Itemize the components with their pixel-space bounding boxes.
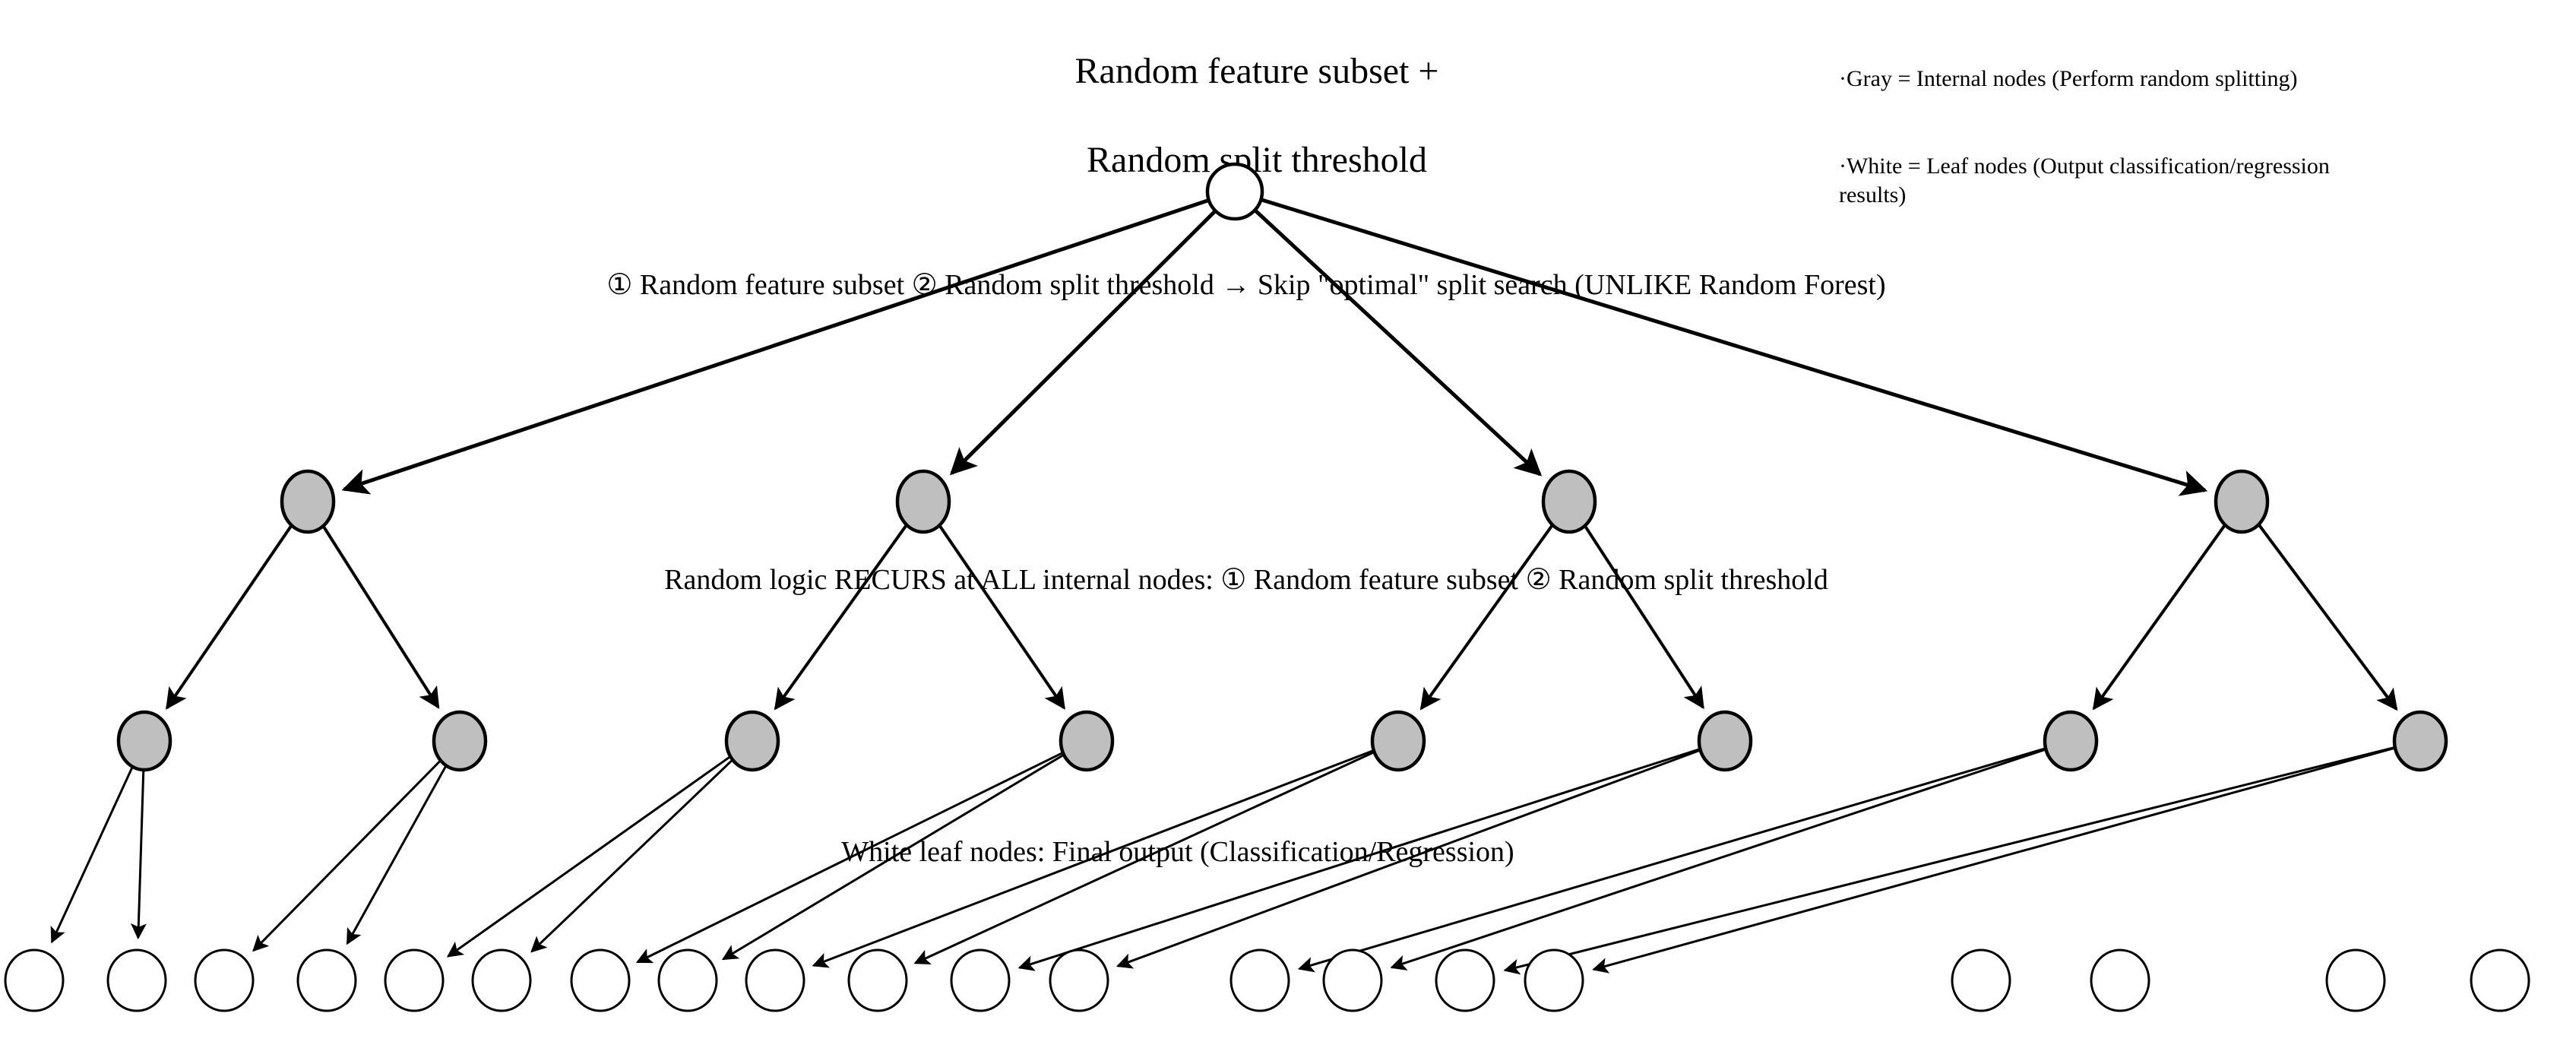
- page-title: Random feature subset + Random split thr…: [836, 5, 1641, 227]
- tree-edge: [2092, 524, 2226, 711]
- annotation-recursion: Random logic RECURS at ALL internal node…: [664, 564, 1828, 596]
- root-node[interactable]: [1205, 162, 1264, 221]
- tree-edge: [938, 524, 1065, 710]
- leaf-node[interactable]: [1229, 948, 1290, 1012]
- tree-edge: [341, 198, 1210, 495]
- leaf-node[interactable]: [745, 948, 805, 1012]
- leaf-node[interactable]: [471, 948, 532, 1012]
- leaf-node[interactable]: [4, 948, 65, 1012]
- leaf-node[interactable]: [1049, 948, 1109, 1012]
- leaf-node[interactable]: [1951, 948, 2011, 1012]
- leaf-node[interactable]: [2325, 948, 2386, 1012]
- tree-edge: [774, 524, 908, 711]
- internal-node[interactable]: [2043, 710, 2099, 772]
- tree-edge: [949, 209, 1217, 476]
- annotation-root-split: ① Random feature subset ② Random split t…: [606, 269, 1886, 301]
- annotation-leaf-output: White leaf nodes: Final output (Classifi…: [841, 836, 1514, 868]
- internal-node[interactable]: [116, 710, 172, 772]
- internal-node[interactable]: [724, 710, 780, 772]
- tree-edge: [1253, 208, 1543, 477]
- tree-edge: [1592, 746, 2396, 974]
- leaf-node[interactable]: [1322, 948, 1383, 1012]
- tree-edge: [252, 759, 441, 952]
- tree-edge: [1503, 746, 2396, 975]
- tree-edge: [721, 753, 1065, 961]
- tree-nodes: [4, 162, 2530, 1012]
- leaf-node[interactable]: [847, 948, 908, 1012]
- tree-edge: [130, 769, 147, 940]
- internal-node[interactable]: [2214, 469, 2270, 534]
- tree-edge: [812, 749, 1375, 968]
- tree-edge: [1584, 524, 1704, 710]
- internal-node[interactable]: [1541, 469, 1597, 534]
- tree-edge: [1116, 749, 1701, 969]
- leaf-node[interactable]: [1435, 948, 1495, 1012]
- leaf-node[interactable]: [296, 948, 357, 1012]
- leaf-node[interactable]: [950, 948, 1011, 1012]
- tree-edge: [1017, 748, 1701, 971]
- leaf-node[interactable]: [194, 948, 255, 1012]
- tree-edge: [166, 524, 293, 710]
- tree-edge: [346, 765, 448, 945]
- leaf-node[interactable]: [657, 948, 718, 1012]
- leaf-node[interactable]: [1524, 948, 1584, 1012]
- tree-edge: [50, 766, 134, 944]
- tree-edge: [2257, 523, 2398, 711]
- leaf-node[interactable]: [106, 948, 167, 1012]
- leaf-node[interactable]: [570, 948, 631, 1012]
- title-line-2: Random split threshold: [1087, 139, 1427, 180]
- internal-node[interactable]: [432, 710, 488, 772]
- tree-edge: [446, 755, 732, 958]
- leaf-node[interactable]: [384, 948, 445, 1012]
- leaf-node[interactable]: [2090, 948, 2150, 1012]
- legend-gray-internal-nodes: ·Gray = Internal nodes (Perform random s…: [1839, 65, 2298, 91]
- title-line-1: Random feature subset +: [1074, 50, 1439, 91]
- tree-edge: [1260, 198, 2208, 496]
- internal-node[interactable]: [895, 469, 951, 534]
- tree-edge: [1390, 748, 2046, 971]
- tree-edge: [530, 758, 734, 953]
- internal-node[interactable]: [2392, 710, 2448, 772]
- leaf-node[interactable]: [2470, 948, 2530, 1012]
- tree-edge: [1297, 747, 2046, 973]
- tree-edges: [50, 198, 2398, 975]
- tree-edge: [321, 524, 440, 709]
- tree-edge: [1419, 524, 1554, 711]
- tree-edge: [635, 751, 1064, 964]
- internal-node[interactable]: [280, 469, 336, 534]
- internal-node[interactable]: [1059, 710, 1115, 772]
- legend-white-leaf-nodes: ·White = Leaf nodes (Output classificati…: [1839, 153, 2336, 208]
- internal-node[interactable]: [1697, 710, 1753, 772]
- legend: ·Gray = Internal nodes (Perform random s…: [1839, 6, 2340, 269]
- tree-edge: [913, 751, 1375, 964]
- internal-node[interactable]: [1370, 710, 1426, 772]
